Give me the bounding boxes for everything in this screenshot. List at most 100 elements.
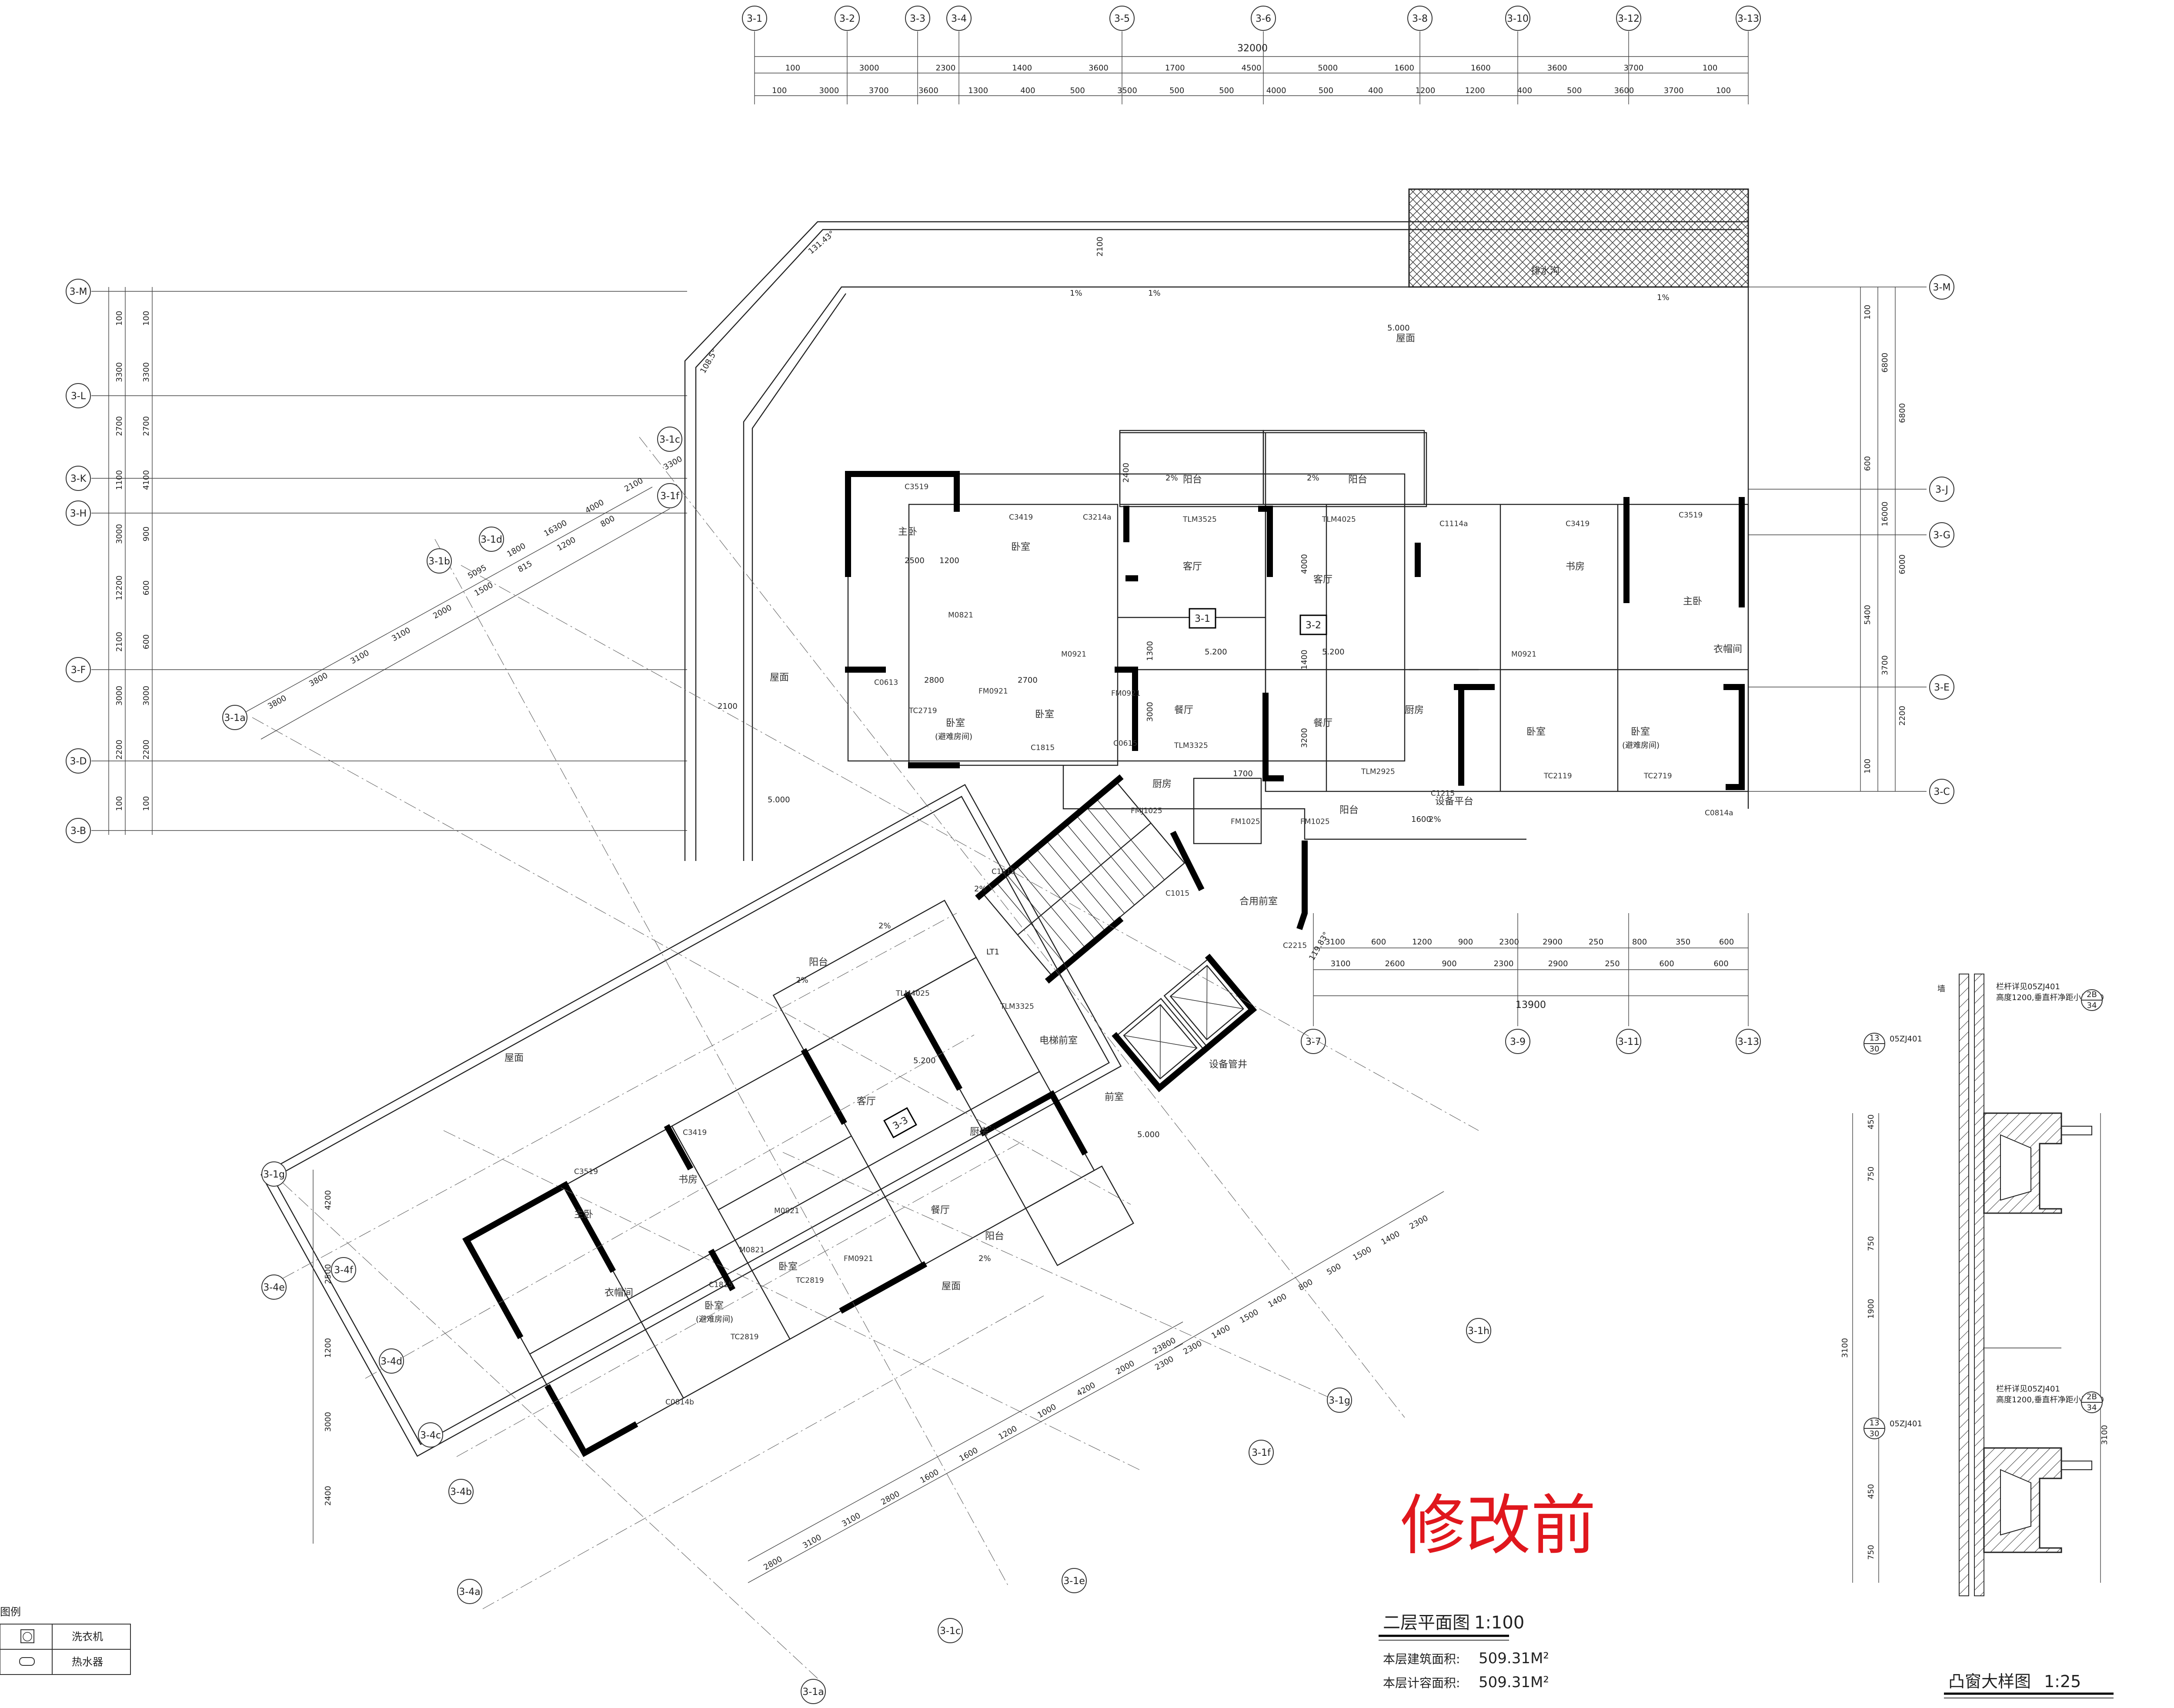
roof-garden-hatch xyxy=(1408,188,1749,288)
rot-bottom-axis-4-label: 3-1g xyxy=(1329,1395,1350,1406)
top-dim-2-18: 3700 xyxy=(1664,86,1684,95)
left-axis-3-B-6: 3-B xyxy=(66,818,91,843)
room-wash-3-2: 衣帽间 xyxy=(1713,644,1742,655)
room-stair-hall: 合用前室 xyxy=(1239,896,1278,907)
dim-2700: 2700 xyxy=(1018,676,1038,685)
top-axis-3-6: 3-6 xyxy=(1251,6,1276,31)
room-bed-3-3: 卧室 xyxy=(778,1261,798,1272)
top-dim-1-3: 1400 xyxy=(1012,63,1032,73)
rot-dim-e-6: 500 xyxy=(1325,1262,1342,1277)
dim-4000: 4000 xyxy=(1300,554,1309,574)
top-dim-1-8: 1600 xyxy=(1394,63,1414,73)
dim-2500: 2500 xyxy=(905,556,925,565)
right-axis-3-E: 3-E xyxy=(1929,674,1954,700)
unit-tag-3-2-box xyxy=(1299,614,1327,635)
code-23: FM1025 xyxy=(1231,817,1260,826)
bottom-axis-3-7: 3-7 xyxy=(1301,1029,1326,1054)
bottom-dim-1-8: 350 xyxy=(1676,937,1690,947)
dim-2400: 2400 xyxy=(1122,463,1131,483)
rot-dim-e-9: 2300 xyxy=(1408,1214,1429,1231)
code-0: C3519 xyxy=(905,483,928,491)
code-6: C3419 xyxy=(1566,520,1590,528)
top-dim-2-8: 500 xyxy=(1169,86,1184,95)
rot-dim-e-3: 1500 xyxy=(1238,1308,1260,1325)
rot-left-axis-3: 3-1d xyxy=(479,527,504,552)
rot-lower-axis-0: 3-1g xyxy=(261,1161,287,1187)
rot-bottom-axis-1: 3-1c xyxy=(938,1618,963,1643)
detail-dim-4: 3100 xyxy=(1840,1338,1850,1358)
detail-title: 凸窗大样图 xyxy=(1948,1672,2031,1691)
room-dining-3-1: 餐厅 xyxy=(1174,705,1193,716)
code-9: M0921 xyxy=(1061,650,1086,659)
bottom-dim-1-6: 250 xyxy=(1589,937,1603,947)
code-7: C3519 xyxy=(1679,511,1703,520)
detail-height-note-1: 高度1200,垂直杆净距小于110 xyxy=(1996,993,2104,1002)
dim-3200: 3200 xyxy=(1300,728,1309,748)
rot-dim-b-5: 3300 xyxy=(662,454,684,472)
top-dim-2-0: 100 xyxy=(772,86,787,95)
left-axis-3-M-0-label: 3-M xyxy=(70,287,87,297)
bottom-dim-2-5: 250 xyxy=(1605,959,1620,968)
top-axis-3-10: 3-10 xyxy=(1505,6,1530,31)
code-18: TLM2925 xyxy=(1361,767,1395,776)
code-24: FM1025 xyxy=(1300,817,1330,826)
rot-bottom-axis-5: 3-1h xyxy=(1466,1318,1491,1343)
top-axis-3-8: 3-8 xyxy=(1407,6,1433,31)
upper-wing-outline xyxy=(684,188,1749,861)
rot-dim-d-0: 2800 xyxy=(762,1555,784,1572)
room-roof-left: 屋面 xyxy=(770,672,789,683)
room-bed-3-2c: 卧室 xyxy=(1631,727,1650,737)
left-axis-3-L-1-label: 3-L xyxy=(71,391,86,402)
detail-ref-sheet: 30 xyxy=(1870,1044,1880,1054)
rot-lower-axis-4: 3-4c xyxy=(418,1422,443,1448)
top-axis-3-12: 3-12 xyxy=(1616,6,1641,31)
slope-5: 2% xyxy=(796,976,808,985)
room-bed-3-2b: 卧室 xyxy=(1526,727,1546,737)
bottom-dim-1-4: 2300 xyxy=(1499,937,1519,947)
right-axis-3-M-label: 3-M xyxy=(1933,282,1951,293)
legend-item-washer: 洗衣机 xyxy=(72,1631,103,1643)
unit-elev-3-3: 5.200 xyxy=(913,1056,936,1065)
room-dining-3-2: 餐厅 xyxy=(1313,718,1332,729)
code-39: C3519 xyxy=(574,1168,598,1176)
code-12: C0613 xyxy=(874,678,898,687)
detail-ref2-sheet-b: 34 xyxy=(2087,1403,2097,1412)
right-axis-grid: 3-M3-J3-G3-E3-C1006800680060016000600054… xyxy=(1748,274,1954,804)
top-axis-3-4-label: 3-4 xyxy=(951,13,967,24)
rot-lower-axis-6-label: 3-4a xyxy=(459,1587,480,1598)
rot-left-axis-1-label: 3-1b xyxy=(428,556,450,567)
detail-ref-code: 05ZJ401 xyxy=(1890,1034,1922,1044)
top-axis-3-2-label: 3-2 xyxy=(839,13,855,24)
code-8: M0821 xyxy=(948,611,973,620)
left-dim-inner-5: 600 xyxy=(142,580,151,595)
plan-title-block: 二层平面图 1:100 本层建筑面积: 509.31M² 本层计容面积: 509… xyxy=(1379,1613,1549,1691)
dim-2100-top: 2100 xyxy=(1095,237,1105,257)
code-14: C1815 xyxy=(1031,744,1055,752)
room-living-3-2: 客厅 xyxy=(1313,574,1332,585)
rot-dim-a-5: 1500 xyxy=(473,580,494,598)
left-axis-3-B-6-label: 3-B xyxy=(70,826,86,837)
rot-dim-d-10: 23800 xyxy=(1151,1336,1177,1356)
slope-top-2: 1% xyxy=(1148,289,1161,298)
bottom-dim-1-5: 2900 xyxy=(1543,937,1563,947)
bottom-dim-1-1: 600 xyxy=(1371,937,1386,947)
detail-ref-num: 13 xyxy=(1870,1034,1880,1043)
code-27: C1015 xyxy=(1165,889,1189,898)
room-study-3-3: 书房 xyxy=(678,1174,698,1185)
room-bed-3-1c: 卧室 xyxy=(1035,709,1054,720)
detail-dim-1: 750 xyxy=(1867,1167,1876,1181)
code-26: C1015 xyxy=(992,867,1015,876)
dim-3000: 3000 xyxy=(1145,702,1155,722)
rot-bottom-axis-2-label: 3-1e xyxy=(1063,1576,1085,1587)
left-dim-outer-4: 3000 xyxy=(115,524,124,544)
room-wash-3-3: 衣帽间 xyxy=(604,1288,633,1298)
room-bed-3-3b: 卧室 xyxy=(705,1301,724,1311)
plan-title: 二层平面图 xyxy=(1383,1613,1470,1633)
code-34: M0821 xyxy=(739,1246,765,1254)
room-bed-3-1b: 卧室 xyxy=(946,718,965,729)
top-dim-1-0: 100 xyxy=(785,63,800,73)
room-master-3-2: 主卧 xyxy=(1683,596,1702,607)
top-dim-2-3: 3600 xyxy=(918,86,938,95)
